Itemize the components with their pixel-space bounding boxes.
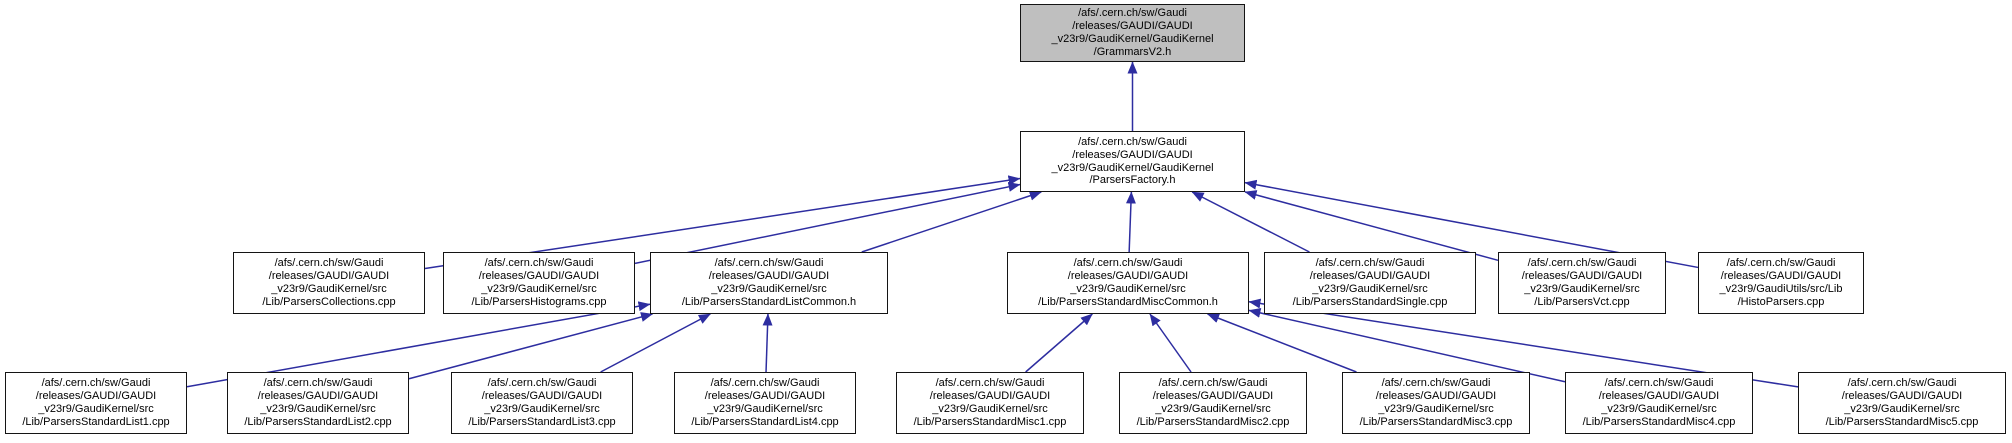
edges (186, 61, 1799, 388)
node-parsersstandardmisc2-cpp[interactable]: /afs/.cern.ch/sw/Gaudi /releases/GAUDI/G… (1119, 372, 1307, 434)
node-parsersstandardmisc5-cpp[interactable]: /afs/.cern.ch/sw/Gaudi /releases/GAUDI/G… (1798, 372, 2006, 434)
node-parsersstandardmisc3-cpp[interactable]: /afs/.cern.ch/sw/Gaudi /releases/GAUDI/G… (1342, 372, 1530, 434)
node-parsersstandardmisc1-cpp[interactable]: /afs/.cern.ch/sw/Gaudi /releases/GAUDI/G… (896, 372, 1084, 434)
node-parsersstandardsingle-cpp[interactable]: /afs/.cern.ch/sw/Gaudi /releases/GAUDI/G… (1264, 252, 1476, 314)
node-parsershistograms-cpp[interactable]: /afs/.cern.ch/sw/Gaudi /releases/GAUDI/G… (443, 252, 635, 314)
node-parserscollections-cpp[interactable]: /afs/.cern.ch/sw/Gaudi /releases/GAUDI/G… (233, 252, 425, 314)
node-parsersvct-cpp[interactable]: /afs/.cern.ch/sw/Gaudi /releases/GAUDI/G… (1498, 252, 1666, 314)
node-parsersstandardmisccommon-h[interactable]: /afs/.cern.ch/sw/Gaudi /releases/GAUDI/G… (1007, 252, 1249, 314)
node-parsersstandardlist4-cpp[interactable]: /afs/.cern.ch/sw/Gaudi /releases/GAUDI/G… (674, 372, 856, 434)
node-parsersstandardlist3-cpp[interactable]: /afs/.cern.ch/sw/Gaudi /releases/GAUDI/G… (451, 372, 633, 434)
node-parsersstandardmisc4-cpp[interactable]: /afs/.cern.ch/sw/Gaudi /releases/GAUDI/G… (1565, 372, 1753, 434)
node-histoparsers-cpp[interactable]: /afs/.cern.ch/sw/Gaudi /releases/GAUDI/G… (1698, 252, 1864, 314)
node-parsersfactory-h[interactable]: /afs/.cern.ch/sw/Gaudi /releases/GAUDI/G… (1020, 131, 1245, 192)
node-parsersstandardlist1-cpp[interactable]: /afs/.cern.ch/sw/Gaudi /releases/GAUDI/G… (5, 372, 187, 434)
node-grammarsv2-h: /afs/.cern.ch/sw/Gaudi /releases/GAUDI/G… (1020, 4, 1245, 62)
node-parsersstandardlistcommon-h[interactable]: /afs/.cern.ch/sw/Gaudi /releases/GAUDI/G… (650, 252, 888, 314)
node-parsersstandardlist2-cpp[interactable]: /afs/.cern.ch/sw/Gaudi /releases/GAUDI/G… (227, 372, 409, 434)
